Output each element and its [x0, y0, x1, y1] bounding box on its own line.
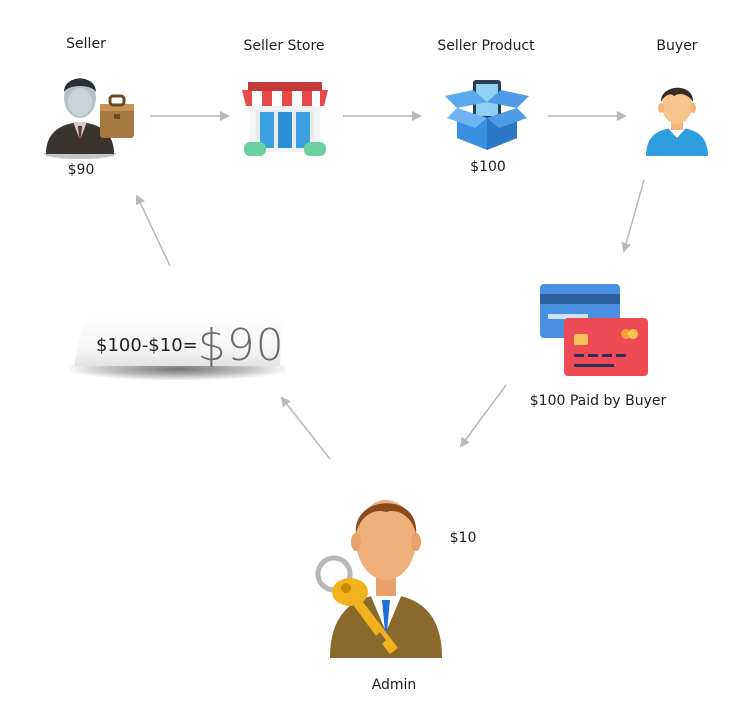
formula-surface — [74, 316, 284, 366]
buyer-label: Buyer — [656, 38, 698, 54]
formula-text: $100-$10=$90 — [96, 320, 285, 371]
seller-label: Seller — [66, 36, 106, 52]
seller-store-label: Seller Store — [243, 38, 325, 54]
credit-cards-icon — [540, 284, 648, 376]
arrow-buyer-to-payment — [621, 179, 645, 253]
product-box-phone-icon — [445, 80, 529, 150]
formula-result: $90 — [197, 320, 285, 371]
payment-label: $100 Paid by Buyer — [529, 393, 667, 409]
storefront-icon — [242, 82, 328, 156]
arrow-payment-to-admin — [459, 384, 507, 448]
buyer-avatar-icon — [646, 87, 708, 156]
admin-label: Admin — [371, 677, 417, 693]
arrow-admin-to-formula — [280, 396, 331, 460]
businessman-briefcase-icon — [44, 78, 134, 159]
arrow-formula-to-seller — [135, 194, 171, 267]
seller-amount: $90 — [67, 162, 95, 178]
seller-product-label: Seller Product — [437, 38, 535, 54]
formula-plate: $100-$10=$90 — [68, 306, 290, 386]
admin-key-icon — [315, 500, 442, 658]
seller-product-amount: $100 — [470, 159, 506, 175]
admin-amount: $10 — [449, 530, 477, 546]
formula-left: $100-$10= — [96, 335, 198, 356]
